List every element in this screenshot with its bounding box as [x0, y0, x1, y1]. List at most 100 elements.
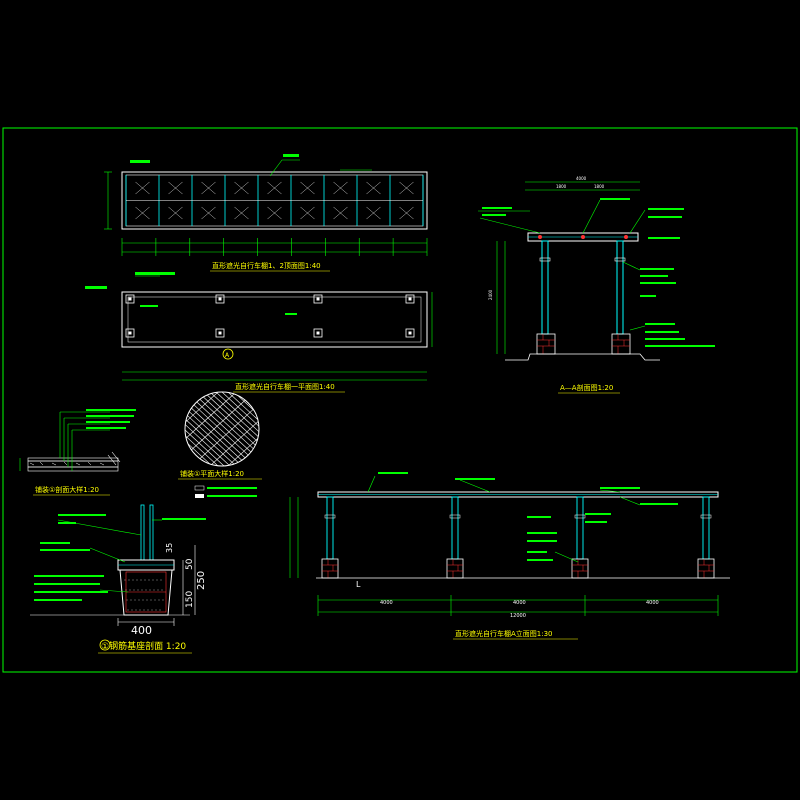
paving-hatch-line — [185, 392, 207, 466]
section-dim-right: 1800 — [594, 184, 605, 189]
roof-cross-brace — [399, 206, 414, 220]
paving-joint-line — [227, 392, 259, 466]
paving-hatch-line — [203, 392, 259, 466]
roof-dimension-ticks — [121, 238, 428, 256]
paving-hatch-line — [215, 392, 259, 466]
elevation-column — [702, 496, 710, 560]
elevation-column — [576, 496, 584, 560]
roof-cross-brace — [168, 206, 183, 220]
paving-joint-line — [185, 392, 219, 466]
paving-hatch-line — [185, 392, 219, 466]
roof-cross-brace — [135, 206, 150, 220]
column-pad-core — [128, 331, 132, 335]
footing-body — [119, 569, 173, 616]
column-pad — [215, 328, 225, 338]
section-marker-a-label: A — [225, 352, 230, 359]
section-aa-title: A—A剖面图1:20 — [560, 383, 613, 392]
column-pad — [313, 294, 323, 304]
footing-dim-upper: 50 — [185, 558, 195, 570]
section-column-left — [541, 240, 549, 335]
roof-cross-brace — [366, 181, 381, 195]
roof-cross-brace — [234, 181, 249, 195]
roof-cross-brace — [135, 181, 150, 195]
footing-detail-marker — [99, 639, 111, 651]
elevation-footing — [697, 558, 715, 579]
elevation-footing — [571, 558, 589, 579]
elevation-column-collar — [324, 514, 336, 519]
section-footing-right — [611, 333, 631, 355]
section-footing-left — [536, 333, 556, 355]
paving-hatch-line — [185, 392, 249, 466]
section-dim-height: 2400 — [488, 289, 493, 300]
column-pad — [125, 328, 135, 338]
roof-cross-brace — [300, 206, 315, 220]
paving-hatch-line — [221, 392, 259, 466]
paving-hatch-line — [197, 392, 259, 466]
paving-hatch-line — [185, 392, 201, 466]
paving-joint-line — [185, 392, 201, 466]
roof-cross-brace — [399, 181, 414, 195]
roof-cross-brace — [300, 181, 315, 195]
section-dim-left: 1800 — [556, 184, 567, 189]
column-pad — [405, 328, 415, 338]
footing-detail-title: ①钢筋基座剖面 1:20 — [101, 640, 186, 652]
paving-plan-title: 铺装①平面大样1:20 — [180, 469, 244, 478]
roof-plan-view: 直形遮光自行车棚1、2顶面图1:40 — [104, 154, 428, 272]
paving-hatch-line — [245, 392, 259, 466]
column-pad-core — [218, 331, 222, 335]
paving-hatch-line — [185, 392, 259, 466]
elevation-dim-bay-3: 4000 — [646, 600, 659, 606]
roof-grid — [125, 175, 424, 226]
roof-cross-brace — [267, 181, 282, 195]
paving-hatch-line — [185, 392, 225, 466]
column-pad-core — [316, 331, 320, 335]
paving-hatch-line — [257, 392, 259, 466]
paving-hatch-line — [251, 392, 259, 466]
column-pad-core — [128, 297, 132, 301]
column-pad-core — [316, 297, 320, 301]
paving-hatch-line — [185, 392, 213, 466]
paving-hatch — [185, 392, 259, 466]
section-dim-total: 4000 — [576, 176, 587, 181]
column-pad — [313, 328, 323, 338]
paving-joint-line — [185, 392, 237, 466]
paving-section-title: 铺装①剖面大样1:20 — [35, 485, 99, 494]
paving-hatch-line — [227, 392, 259, 466]
column-pad — [215, 294, 225, 304]
roof-cross-brace — [267, 206, 282, 220]
elevation-footing-brick — [322, 559, 338, 578]
roof-cross-brace — [366, 206, 381, 220]
elevation-columns — [321, 496, 715, 579]
roof-cross-brace — [333, 206, 348, 220]
footing-dim-width: 400 — [131, 624, 152, 637]
elevation-dim-bay-1: 4000 — [380, 600, 393, 606]
paving-hatch-line — [185, 392, 231, 466]
column-pads — [125, 294, 415, 338]
paving-hatch-line — [233, 392, 259, 466]
elevation-footing-brick — [447, 559, 463, 578]
roof-cross-brace — [201, 206, 216, 220]
section-column-right — [616, 240, 624, 335]
elevation-column-collar — [574, 514, 586, 519]
roof-cross-brace — [201, 181, 216, 195]
footing-detail-view: 400 50 150 250 35 ①钢筋基座剖面 1:20 — [30, 504, 207, 654]
roof-cross-brace — [168, 181, 183, 195]
elevation-footing-brick — [572, 559, 588, 578]
roof-plan-outline — [121, 171, 428, 230]
roof-plan-title: 直形遮光自行车棚1、2顶面图1:40 — [212, 261, 321, 270]
elevation-dim-total: 12000 — [510, 613, 526, 619]
column-pad — [125, 294, 135, 304]
section-marker-a — [222, 348, 234, 360]
elevation-marker: L — [356, 580, 361, 589]
paving-plan-view: 铺装①平面大样1:20 — [178, 391, 262, 498]
column-pad — [405, 294, 415, 304]
floor-plan-inner — [127, 296, 422, 343]
elevation-footing-brick — [698, 559, 714, 578]
elevation-view: L 4000 4000 4000 12000 直形遮光自行车棚A立面图1:30 — [289, 472, 730, 640]
roof-cross-brace — [234, 206, 249, 220]
paving-hatch-line — [239, 392, 259, 466]
elevation-dim-bay-2: 4000 — [513, 600, 526, 606]
column-pad-core — [408, 297, 412, 301]
paving-hatch-line — [185, 392, 243, 466]
